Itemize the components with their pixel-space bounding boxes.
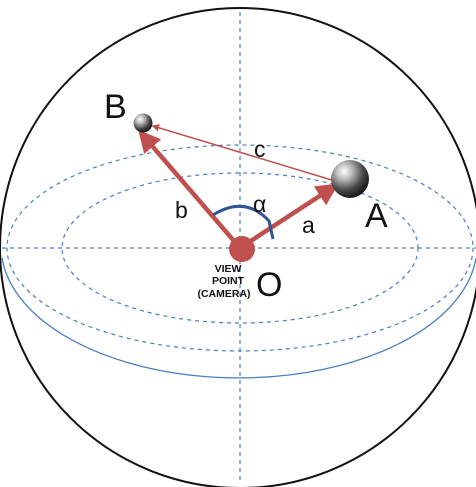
angle-alpha-label: α bbox=[253, 191, 266, 217]
viewpoint-label-line3: (CAMERA) bbox=[197, 288, 250, 300]
edge-c-label: c bbox=[254, 136, 266, 162]
sphere-outline bbox=[0, 7, 476, 487]
equator-front-arc bbox=[1, 257, 476, 379]
point-a-label: A bbox=[365, 197, 388, 235]
edge-c-line bbox=[151, 124, 336, 182]
viewpoint-dot bbox=[229, 236, 255, 262]
edge-a-label: a bbox=[302, 212, 315, 238]
outer-dashed-ellipse bbox=[6, 144, 474, 352]
vector-b bbox=[138, 129, 242, 250]
inner-dashed-ellipse bbox=[61, 172, 419, 324]
viewpoint-label-line1: VIEW bbox=[215, 263, 242, 275]
point-b-sphere bbox=[133, 113, 153, 133]
point-a-sphere bbox=[331, 160, 369, 198]
viewpoint-label-line2: POINT bbox=[212, 275, 245, 287]
origin-label: O bbox=[256, 266, 282, 304]
point-b-label: B bbox=[104, 88, 127, 126]
vector-a bbox=[238, 183, 339, 250]
angle-alpha-arc bbox=[212, 204, 275, 240]
edge-b-label: b bbox=[175, 197, 188, 223]
